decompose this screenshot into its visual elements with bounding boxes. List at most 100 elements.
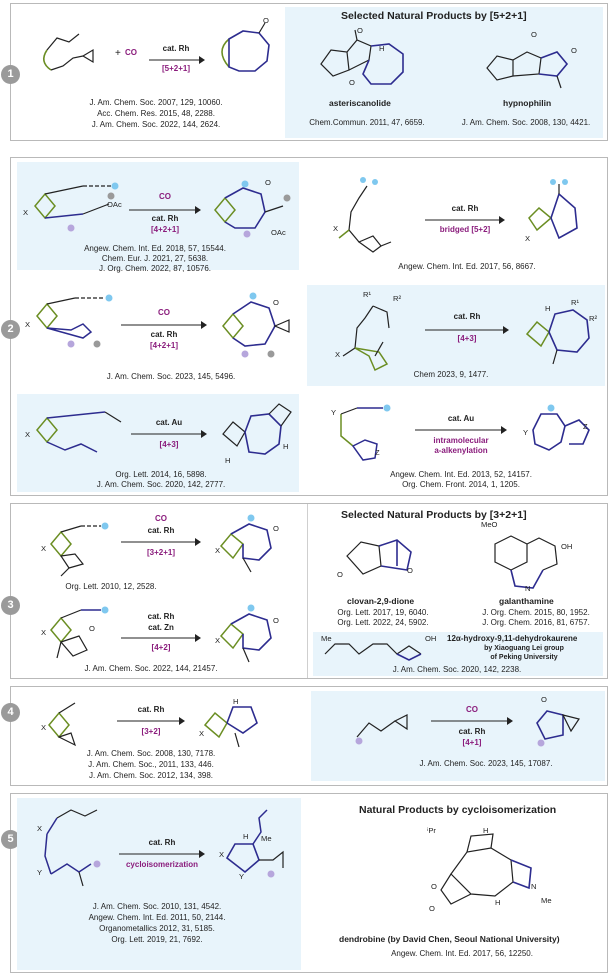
catalyst-label: cat. Au	[447, 414, 475, 423]
catalyst-label: cat. Rh	[147, 526, 175, 535]
co-reagent: CO	[125, 48, 137, 57]
oxygen-atom: O	[431, 882, 437, 891]
reference-line: J. Am. Chem. Soc. 2007, 129, 10060.	[89, 98, 223, 107]
r1-substituent: R¹	[571, 298, 580, 307]
catalyst-label: cat. Rh	[151, 214, 179, 223]
methyl-group: Me	[321, 634, 332, 643]
reaction-type-label: [4+3]	[159, 440, 179, 449]
reference-line: J. Am. Chem. Soc. 2008, 130, 7178.	[86, 749, 216, 758]
y-linker-label: Y	[331, 408, 337, 417]
x-linker-label: X	[41, 723, 47, 732]
x-linker-label: X	[219, 850, 225, 859]
isopropyl-group: ⁱPr	[427, 826, 436, 835]
co-reagent: CO	[158, 308, 170, 317]
reference-line: J. Am. Chem. Soc. 2022, 144, 2624.	[91, 120, 221, 129]
panel-number-badge: 3	[1, 596, 20, 615]
reference-line: Org. Lett. 2019, 21, 7692.	[111, 935, 203, 944]
plus-sign: +	[115, 48, 121, 59]
hydrogen-atom: H	[225, 456, 231, 465]
reference-line: Org. Chem. Front. 2014, 1, 1205.	[402, 480, 520, 489]
cycloisomerized-product	[225, 809, 284, 878]
oxygen-atom: O	[337, 570, 343, 579]
natural-products-title: Natural Products by cycloisomerization	[359, 804, 557, 816]
catalyst-label: cat. Rh	[150, 330, 178, 339]
catalyst-label: cat. Rh	[137, 705, 165, 714]
reaction-arrow	[117, 717, 185, 725]
panel-3: 3 X CO cat. Rh [3+2+1] O X Org. Lett. 20…	[1, 503, 608, 679]
panel-2: 2 X OAc CO cat. Rh [4+2+1] O OAc Angew. …	[1, 157, 608, 496]
catalyst-label: cat. Rh	[451, 204, 479, 213]
oxygen-atom: O	[357, 26, 363, 35]
diene-vcp-substrate	[342, 305, 390, 372]
x-linker-label: X	[215, 546, 221, 555]
asteriscanolide-structure	[320, 29, 404, 85]
hydroazulene-product	[525, 309, 590, 365]
reaction-arrow	[121, 634, 201, 642]
reference-line: Acc. Chem. Res. 2015, 48, 2288.	[97, 109, 215, 118]
clovane-dione-name: clovan-2,9-dione	[347, 596, 415, 606]
x-linker-label: X	[41, 628, 47, 637]
hydroxyl-group: OH	[561, 542, 573, 551]
x-linker-label: X	[25, 320, 31, 329]
reaction-type-label: a-alkenylation	[434, 446, 488, 455]
x-linker-label: X	[37, 824, 43, 833]
dehydrokaurene-credit: of Peking University	[490, 654, 558, 661]
methyl-group: Me	[261, 834, 272, 843]
tricyclic-product	[222, 403, 292, 455]
natural-product-reference: J. Org. Chem. 2016, 81, 6757.	[482, 618, 590, 627]
oxygen-atom: O	[349, 78, 355, 87]
panel-4: 4 X cat. Rh [3+2] H X J. Am. Chem. Soc. …	[1, 686, 608, 786]
oxygen-atom: O	[531, 30, 537, 39]
panel-number-badge: 4	[1, 703, 20, 722]
reference-line: J. Am. Chem. Soc. 2010, 131, 4542.	[92, 902, 222, 911]
reference-line: J. Am. Chem. Soc. 2022, 144, 21457.	[84, 664, 218, 673]
catalyst-label: cat. Rh	[458, 727, 486, 736]
oac-group: OAc	[271, 228, 286, 237]
natural-products-title: Selected Natural Products by [3+2+1]	[341, 509, 527, 521]
reaction-type-label: [3+2]	[141, 727, 161, 736]
reference-line: Angew. Chem. Int. Ed. 2018, 57, 15544.	[84, 244, 226, 253]
natural-product-reference: J. Am. Chem. Soc. 2020, 142, 2238.	[392, 665, 522, 674]
z-heteroatom-label: Z	[375, 448, 380, 457]
enyne-substrate	[34, 182, 119, 232]
yne-heteroarene-substrate	[340, 404, 391, 461]
hypnophilin-structure	[486, 51, 569, 89]
diyne-diene-substrate	[36, 411, 122, 453]
nitrogen-atom: N	[525, 584, 531, 593]
catalyst-label: cat. Rh	[453, 312, 481, 321]
x-linker-label: X	[215, 636, 221, 645]
natural-product-reference: J. Am. Chem. Soc. 2008, 130, 4421.	[461, 118, 591, 127]
oxygen-atom: O	[273, 616, 279, 625]
reference-line: J. Am. Chem. Soc. 2012, 134, 398.	[88, 771, 214, 780]
cyclooctenone-product	[221, 22, 270, 72]
hydrogen-atom: H	[243, 832, 249, 841]
reaction-type-label: [5+2+1]	[161, 64, 191, 73]
reaction-type-label: bridged [5+2]	[439, 225, 491, 234]
reference-line: Angew. Chem. Int. Ed. 2011, 50, 2144.	[88, 913, 226, 922]
co-reagent: CO	[159, 192, 171, 201]
reference-line: Organometallics 2012, 31, 5185.	[99, 924, 215, 933]
hydroxyl-group: OH	[425, 634, 437, 643]
dehydrokaurene-name: 12α-hydroxy-9,11-dehydrokaurene	[447, 634, 578, 643]
natural-product-reference: Org. Lett. 2017, 19, 6040.	[337, 608, 429, 617]
natural-product-reference: J. Org. Chem. 2015, 80, 1952.	[482, 608, 590, 617]
x-linker-label: X	[525, 234, 531, 243]
hypnophilin-name: hypnophilin	[503, 98, 552, 108]
reference-line: J. Am. Chem. Soc., 2011, 133, 446.	[88, 760, 214, 769]
hydrogen-atom: H	[283, 442, 289, 451]
diene-vcp-substrate-2	[355, 714, 408, 745]
panel-1: 1 + CO cat. Rh [5+2+1] O J. Am. Chem. So…	[1, 3, 608, 141]
reaction-arrow	[425, 216, 505, 224]
methyl-group: Me	[541, 896, 552, 905]
oxygen-atom: O	[263, 16, 269, 25]
catalyst-label: cat. Au	[155, 418, 183, 427]
oxygen-atom: O	[89, 624, 95, 633]
natural-product-reference: Angew. Chem. Int. Ed. 2017, 56, 12250.	[391, 949, 533, 958]
reaction-arrow	[131, 430, 207, 438]
dehydrokaurene-credit: by Xiaoguang Lei group	[484, 645, 564, 652]
x-linker-label: X	[333, 224, 339, 233]
panel-number-badge: 5	[1, 830, 20, 849]
yne-vcp-substrate	[50, 522, 109, 577]
catalyst-label: cat. Rh	[148, 838, 176, 847]
oxygen-atom: O	[571, 46, 577, 55]
